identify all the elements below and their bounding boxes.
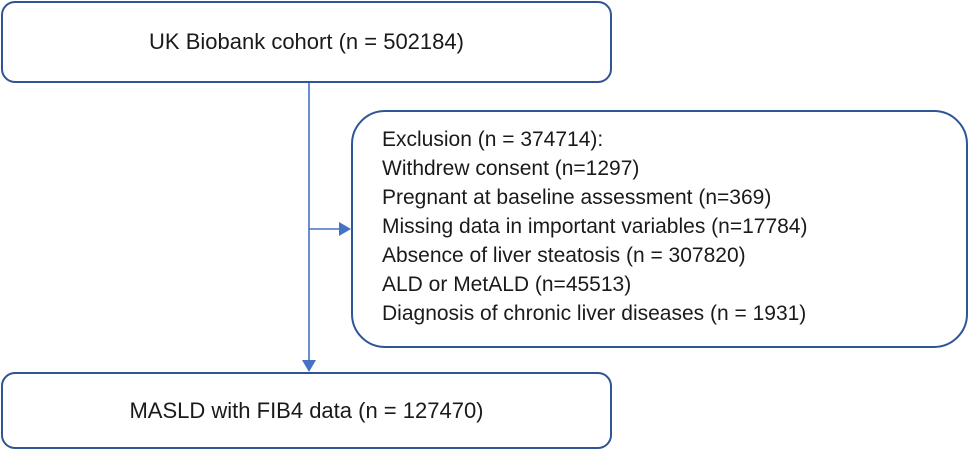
final-cohort-box-label: MASLD with FIB4 data (n = 127470): [129, 397, 484, 423]
final-cohort-box: MASLD with FIB4 data (n = 127470): [1, 372, 612, 449]
exclusion-branch-arrowhead: [339, 222, 351, 236]
cohort-box: UK Biobank cohort (n = 502184): [1, 1, 612, 83]
exclusion-item-withdrew-consent: Withdrew consent (n=1297): [382, 157, 640, 180]
exclusion-header: Exclusion (n = 374714):: [382, 128, 604, 151]
main-flow-arrowhead: [302, 360, 316, 372]
exclusion-item-chronic-liver: Diagnosis of chronic liver diseases (n =…: [382, 302, 807, 325]
exclusion-item-missing-data: Missing data in important variables (n=1…: [382, 215, 808, 238]
exclusion-item-ald-metald: ALD or MetALD (n=45513): [382, 273, 632, 296]
exclusion-box: Exclusion (n = 374714): Withdrew consent…: [351, 110, 968, 348]
exclusion-item-pregnant: Pregnant at baseline assessment (n=369): [382, 186, 772, 209]
exclusion-item-no-steatosis: Absence of liver steatosis (n = 307820): [382, 244, 746, 267]
cohort-box-label: UK Biobank cohort (n = 502184): [149, 29, 464, 54]
